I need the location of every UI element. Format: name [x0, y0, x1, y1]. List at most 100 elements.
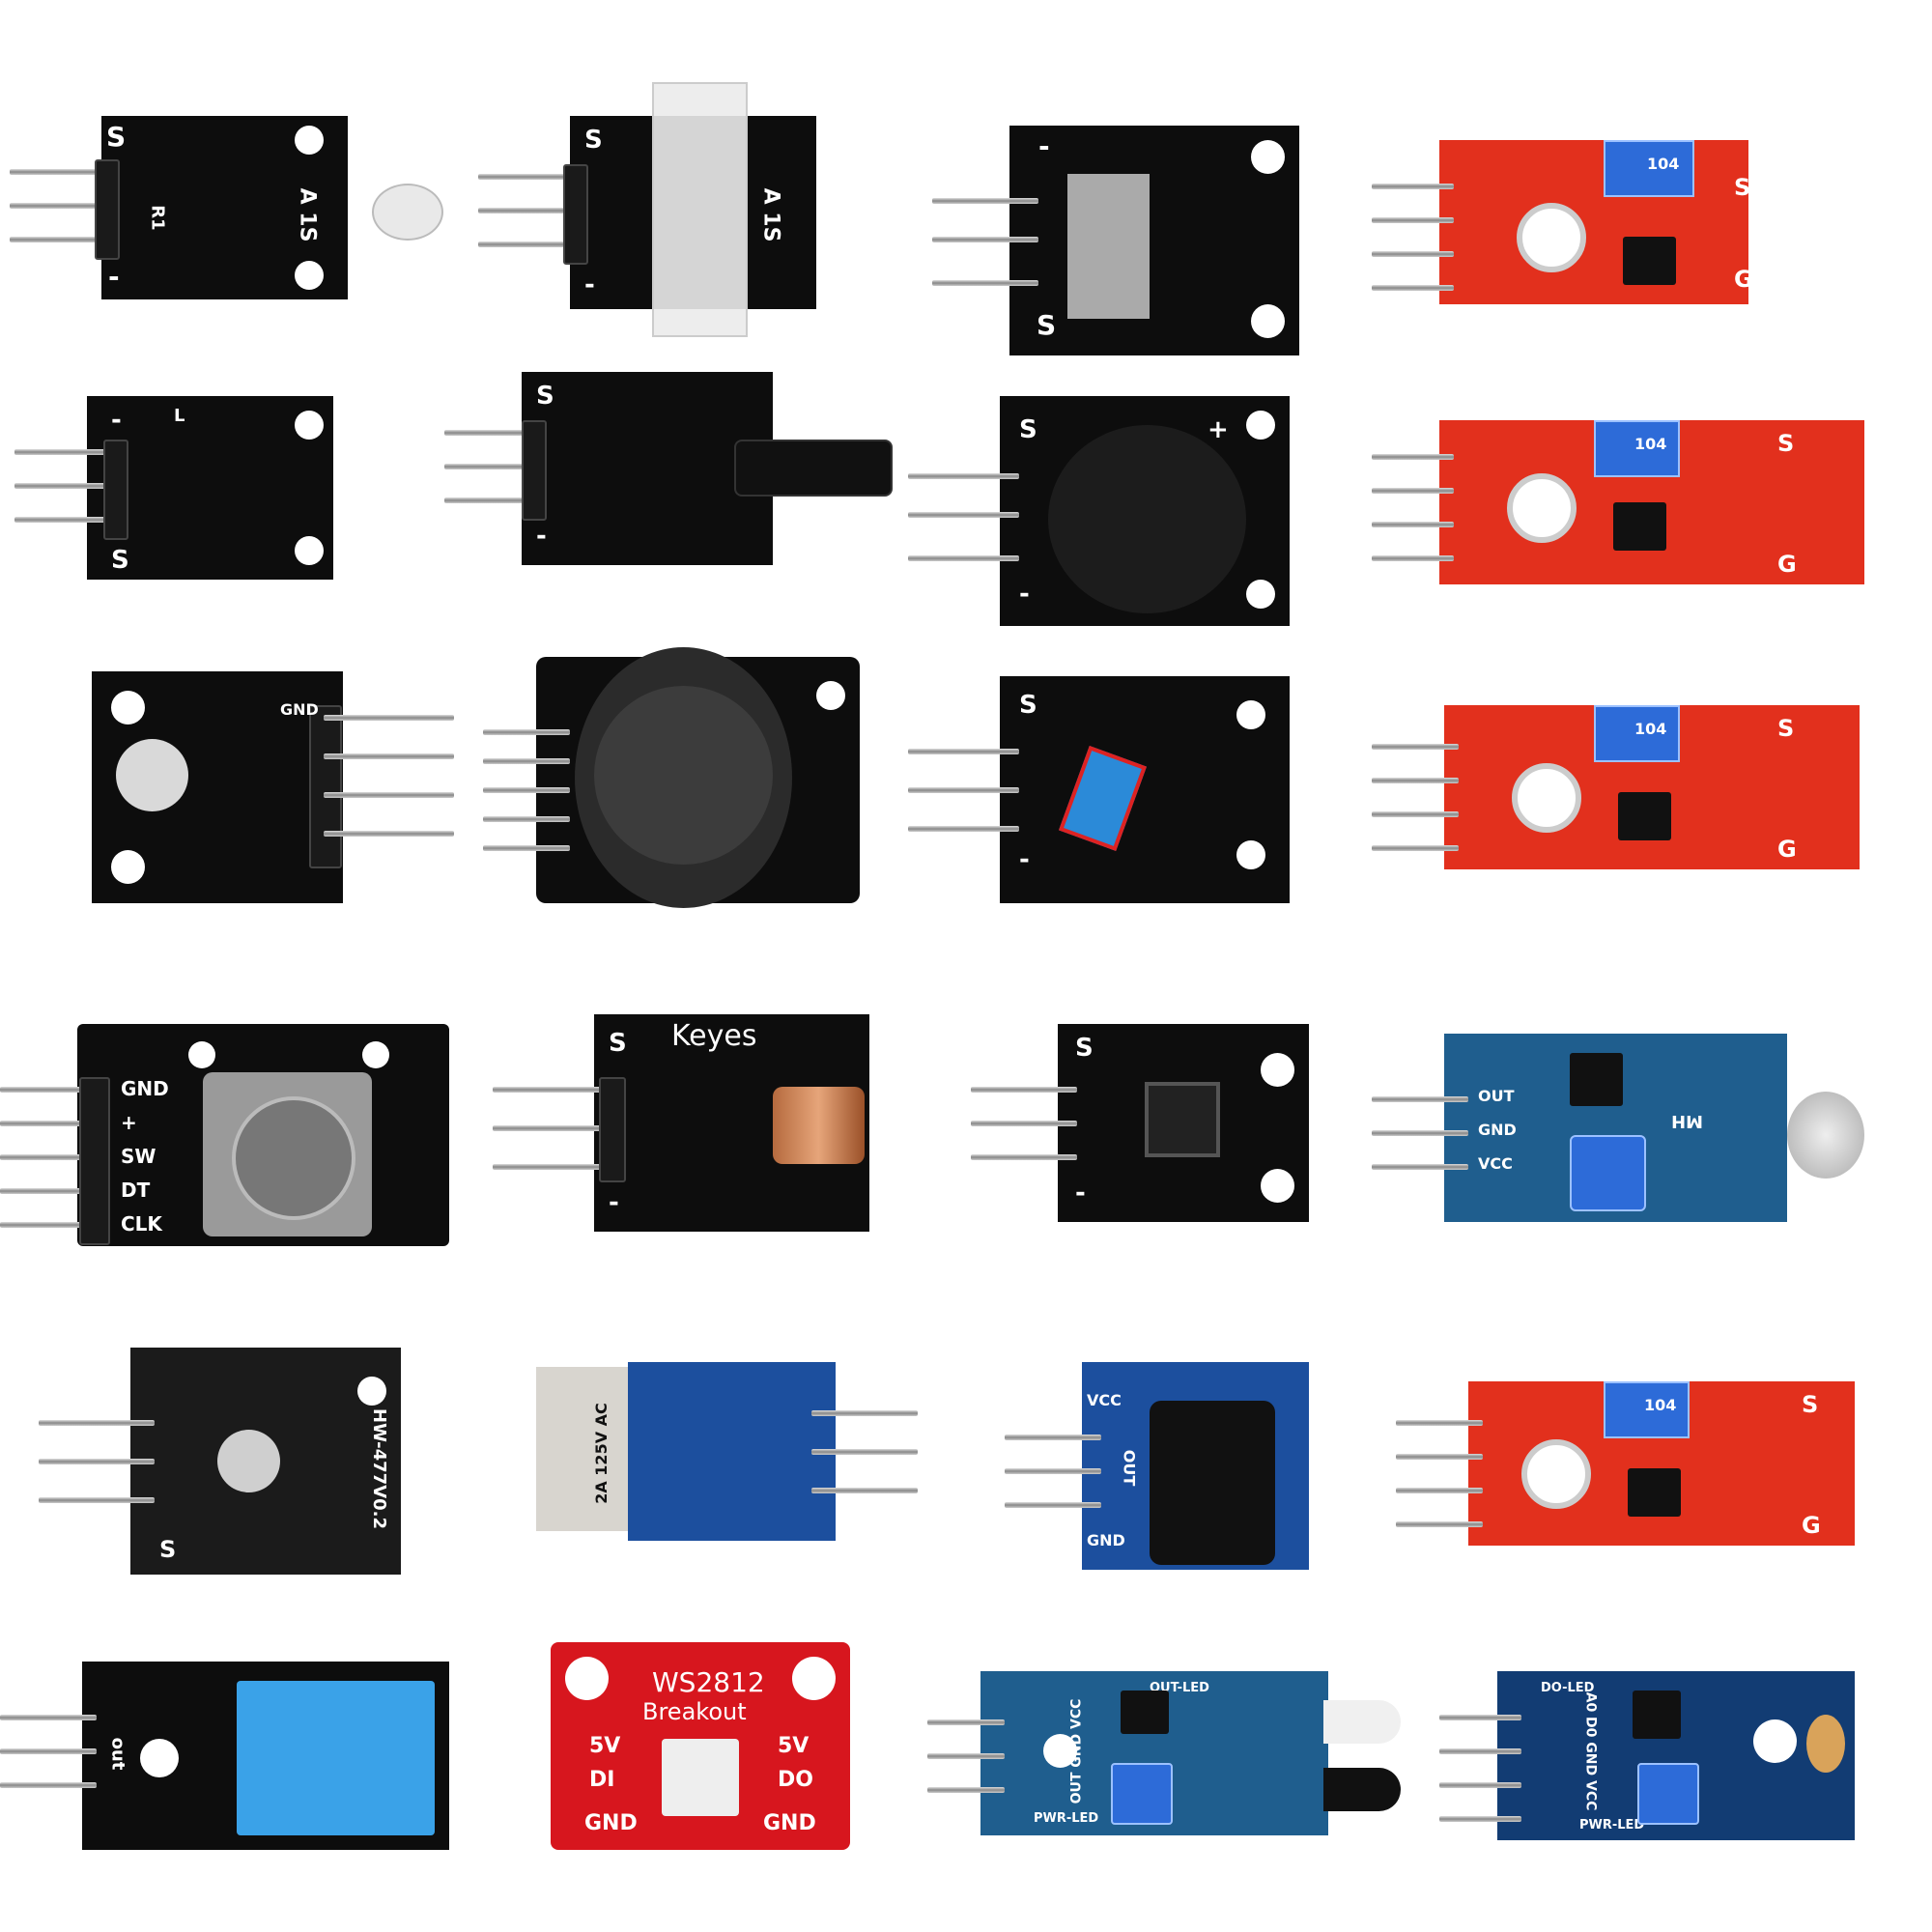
vibration-sensor-module: S -: [444, 367, 898, 570]
pin: [1372, 184, 1454, 189]
big-button-module: VCC OUT GND: [1005, 1362, 1314, 1575]
a1s-label: A 1S: [295, 187, 320, 242]
pin: [493, 1087, 609, 1093]
mount-hole: [1512, 763, 1581, 833]
pin: [10, 169, 111, 175]
pin-header: [95, 159, 120, 260]
ws2812-breakout: WS2812 Breakout 5V 5V DI DO GND GND: [551, 1642, 855, 1855]
pin-label-sw: SW: [121, 1145, 156, 1168]
pin: [908, 555, 1019, 561]
r1-label: R1: [147, 205, 168, 231]
comparator-chip: [1618, 792, 1671, 840]
pin: [908, 826, 1019, 832]
pin: [483, 816, 570, 822]
pin-label-minus: -: [1075, 1179, 1086, 1208]
potentiometer: [1604, 1381, 1690, 1438]
led-label-l: L: [174, 406, 185, 426]
pin-label-minus: -: [1019, 845, 1030, 874]
pin: [1372, 251, 1454, 257]
pin: [1372, 522, 1454, 527]
pin: [0, 1222, 97, 1228]
title-label: WS2812: [652, 1666, 765, 1698]
buzzer-module: S - +: [908, 396, 1294, 628]
pin-label-gnd-right: GND: [763, 1811, 816, 1835]
pin: [971, 1121, 1077, 1126]
pin: [1372, 845, 1459, 851]
mount-hole: [1236, 840, 1265, 869]
mount-hole: [295, 126, 324, 155]
mount-hole: [816, 681, 845, 710]
reed-switch-module: 104 S G: [1372, 135, 1816, 328]
potentiometer: [1604, 140, 1694, 197]
microphone-module: OUT GND VCC MH: [1372, 1034, 1874, 1227]
mount-hole: [1251, 304, 1285, 338]
microphone-capsule: [1787, 1092, 1864, 1179]
subtitle-label: Breakout: [642, 1698, 747, 1725]
pin-label-s: S: [159, 1536, 177, 1563]
comparator-chip: [1623, 237, 1676, 285]
pin-label-s: S: [536, 382, 554, 411]
dht11-module: out: [0, 1662, 454, 1855]
pin-label-s: S: [1734, 174, 1751, 201]
mount-hole: [111, 850, 145, 884]
pin: [0, 1748, 97, 1754]
pin-header: [79, 1077, 110, 1245]
pin-labels: A0 D0 GND VCC: [1582, 1691, 1599, 1811]
model-label: HW-477V0.2: [368, 1408, 389, 1529]
rgb-led-module: GND: [92, 671, 459, 908]
pin: [1439, 1816, 1521, 1822]
pin-header: [103, 440, 128, 540]
mount-hole: [111, 691, 145, 724]
pin: [324, 715, 454, 721]
mount-hole: [295, 536, 324, 565]
pin-label-5v-right: 5V: [778, 1734, 810, 1758]
pin: [478, 242, 580, 247]
light-sensor-module: A0 D0 GND VCC DO-LED PWR-LED: [1439, 1671, 1864, 1845]
pin: [10, 237, 111, 242]
comparator-chip: [1628, 1468, 1681, 1517]
pin: [483, 758, 570, 764]
pin-label-minus: -: [584, 270, 595, 299]
pin: [324, 792, 454, 798]
pin: [1439, 1715, 1521, 1720]
pin: [908, 512, 1019, 518]
mount-hole: [1753, 1719, 1797, 1763]
mount-hole: [1261, 1053, 1294, 1087]
pin: [39, 1459, 155, 1464]
ball-switch-module: S -: [908, 676, 1294, 903]
pin: [10, 203, 111, 209]
pin: [444, 430, 541, 436]
photo-interrupter-module: - S: [932, 126, 1309, 357]
pin: [444, 497, 541, 503]
pin-label-gnd-left: GND: [584, 1811, 638, 1835]
pin-label-minus: -: [108, 261, 120, 293]
push-button-module: S -: [971, 1024, 1314, 1227]
pin-label-minus: -: [536, 522, 547, 551]
pin: [14, 449, 111, 455]
pin: [1396, 1488, 1483, 1493]
pin-label-s: S: [111, 546, 129, 575]
keyes-tilt-module: Keyes S -: [493, 1014, 874, 1236]
rgb-led-lens: [116, 739, 188, 811]
pin: [1372, 1096, 1468, 1102]
pin-label-gnd: GND: [1087, 1531, 1125, 1549]
pin: [932, 280, 1038, 286]
ir-receiver: [1323, 1768, 1401, 1811]
pin: [483, 845, 570, 851]
mount-hole: [1251, 140, 1285, 174]
temperature-sensor-module: - S L: [14, 391, 343, 584]
led-lens: [217, 1430, 280, 1492]
led-lens: [372, 184, 443, 241]
pin-label-minus: -: [1019, 580, 1030, 609]
mount-hole: [1236, 700, 1265, 729]
pin-label-s: S: [106, 121, 127, 153]
pin: [971, 1154, 1077, 1160]
pin-label-di: DI: [589, 1768, 615, 1792]
pot-value: 104: [1634, 720, 1667, 738]
ws2812-led: [662, 1739, 739, 1816]
pin: [927, 1719, 1005, 1725]
pin: [1439, 1748, 1521, 1754]
mount-hole: [1043, 1734, 1077, 1768]
pot-value: 104: [1647, 155, 1680, 173]
pin-label-out: out: [107, 1737, 128, 1771]
